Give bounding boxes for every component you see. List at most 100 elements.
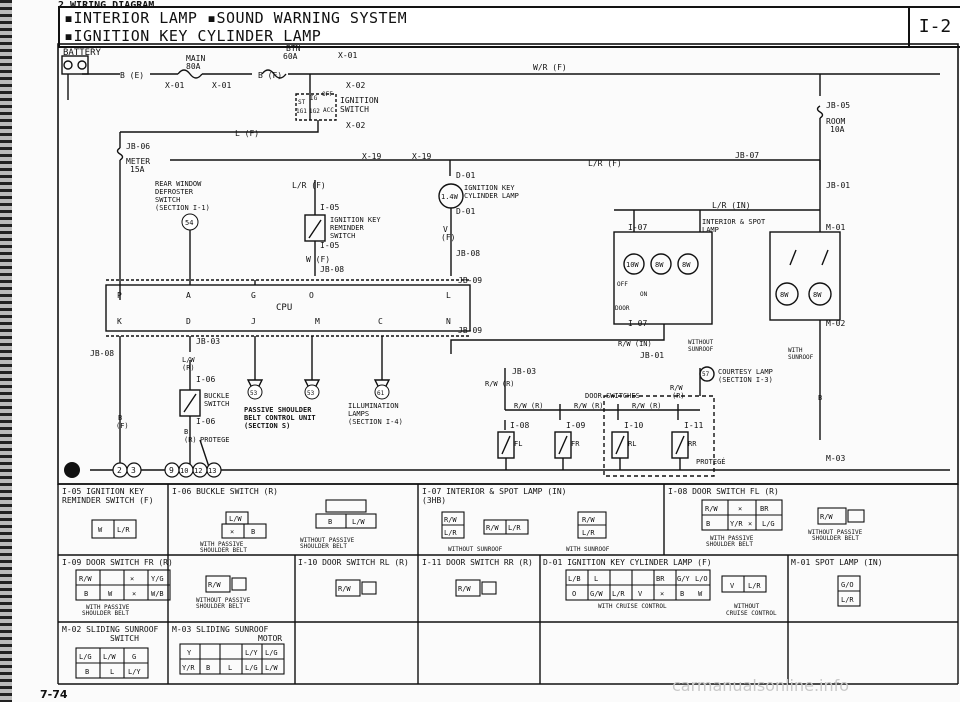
c8-cell-l: L [594, 575, 598, 583]
switch-door: DOOR [615, 305, 630, 312]
c3-cell-lr-b: L/R [508, 524, 521, 532]
c6-title: I-10 DOOR SWITCH RL (R) [298, 558, 409, 567]
btn-fuse-amp: 60A [283, 52, 298, 61]
wire-rw-r-4: R/W (R) [574, 402, 604, 410]
main-fuse-label: MAIN [186, 54, 205, 63]
wire-lr-in: L/R (IN) [712, 201, 751, 210]
switch-on: ON [640, 291, 648, 298]
lamps-label: LAMPS [348, 410, 369, 418]
c9-title: M-01 SPOT LAMP (IN) [791, 558, 883, 567]
main-fuse-amp: 80A [186, 62, 201, 71]
ign-pos-off: OFF [322, 91, 333, 98]
defroster-label: DEFROSTER [155, 188, 194, 196]
i09-label: I-09 [566, 421, 585, 430]
ground-num-3: 3 [131, 466, 136, 475]
c3-cell-rw-b: R/W [486, 524, 499, 532]
cpu-pin-a: A [186, 291, 191, 300]
c10-title: M-02 SLIDING SUNROOF [62, 625, 159, 634]
c8-cell-x: × [660, 590, 664, 598]
c4-cell-rw: R/W [705, 505, 718, 513]
jb09-label: JB-09 [458, 276, 482, 285]
ground-num-12: 12 [194, 467, 202, 475]
battery-label: BATTERY [63, 48, 102, 58]
room-fuse-amp: 10A [830, 125, 845, 134]
m01-label: M-01 [826, 223, 845, 232]
wire-v: V [443, 225, 448, 234]
btn-fuse-label: BTN [286, 44, 301, 53]
c5-cell-x2: × [132, 590, 136, 598]
c4-cell-b: B [706, 520, 710, 528]
c2-cell-x: × [230, 528, 234, 536]
cpu-pin-o: O [309, 291, 314, 300]
ign-pos-ig1: 1G1 [296, 108, 307, 115]
c11-cell-lg: L/G [265, 649, 278, 657]
c8-cell-br: BR [656, 575, 665, 583]
wire-rw: R/W [670, 384, 683, 392]
buckle-label: BUCKLE [204, 392, 229, 400]
connector-54: 54 [185, 219, 193, 227]
c10-cell-ly: L/Y [128, 668, 141, 676]
c1-cell-w: W [98, 526, 103, 534]
wire-rw-r-5: R/W (R) [632, 402, 662, 410]
c3-cell-rw-c: R/W [582, 516, 595, 524]
i07-label-2: I-07 [628, 319, 647, 328]
wire-b-left: B [118, 414, 122, 422]
jb08-label-2: JB-08 [456, 249, 480, 258]
section-s-ref: (SECTION S) [244, 422, 290, 430]
cpu-pin-d: D [186, 317, 191, 326]
c2-cell-lw2: L/W [352, 518, 365, 526]
ground-num-13: 13 [208, 467, 216, 475]
connector-53-b: 53 [307, 390, 315, 397]
c8-cell-gy: G/Y [677, 575, 690, 583]
c8-cell-lb: L/B [568, 575, 581, 583]
door-rr: RR [688, 440, 697, 448]
ign-pos-acc: ACC [323, 107, 334, 114]
wire-lr-f: L/R (F) [588, 159, 622, 168]
jb05-label: JB-05 [826, 101, 850, 110]
c4-cell-yr: Y/R [730, 520, 743, 528]
meter-fuse-amp: 15A [130, 165, 145, 174]
ignition-switch-label-2: SWITCH [340, 105, 369, 114]
connector-57: 57 [702, 371, 710, 378]
c11-cell-lw: L/W [265, 664, 278, 672]
c10-cell-l: L [110, 668, 114, 676]
wire-rw-r: R/W (R) [485, 380, 515, 388]
wire-b-f: B (F) [258, 71, 282, 80]
without-sunroof-label: WITHOUT [688, 339, 714, 346]
courtesy-lamp-label: COURTESY LAMP [718, 368, 773, 376]
interior-spot-label: INTERIOR & SPOT [702, 218, 766, 226]
jb01-label: JB-01 [826, 181, 850, 190]
jb09-label-2: JB-09 [458, 326, 482, 335]
watermark: carmanualsonline.info [672, 676, 850, 695]
wire-b-e: B (E) [120, 71, 144, 80]
connector-x01-a: X-01 [338, 51, 357, 60]
c4-cell-rw-b: R/W [820, 513, 833, 521]
door-rl: RL [628, 440, 636, 448]
c5-cell-rw: R/W [79, 575, 92, 583]
d01-label-2: D-01 [456, 207, 475, 216]
spot-8w-b: 8W [813, 291, 822, 299]
cpu-pin-j: J [251, 317, 256, 326]
ground-symbol [64, 462, 80, 478]
c4-note-1: WITH PASSIVE [710, 535, 754, 542]
ground-terminals [112, 462, 222, 478]
page-reference: I-2 [908, 8, 960, 46]
c11-cell-l: L [228, 664, 232, 672]
i06-label-2: I-06 [196, 417, 215, 426]
i05-label-2: I-05 [320, 241, 339, 250]
jb08-left-label: JB-08 [90, 349, 114, 358]
with-sunroof-label: WITH [788, 347, 803, 354]
lamp-10w: 10W [626, 261, 639, 269]
m03-label: M-03 [826, 454, 845, 463]
c6-cell-rw: R/W [338, 585, 351, 593]
c3-cell-rw-a: R/W [444, 516, 457, 524]
c4-title: I-08 DOOR SWITCH FL (R) [668, 487, 779, 496]
rear-window-label: REAR WINDOW [155, 180, 202, 188]
c5-cell-w: W [108, 590, 113, 598]
connector-53-a: 53 [250, 390, 258, 397]
connector-x02-a: X-02 [346, 81, 365, 90]
door-switches-label: DOOR SWITCHES [585, 392, 640, 400]
c8-cell-o: O [572, 590, 576, 598]
defroster-switch-label: SWITCH [155, 196, 180, 204]
c11-cell-ly: L/Y [245, 649, 258, 657]
